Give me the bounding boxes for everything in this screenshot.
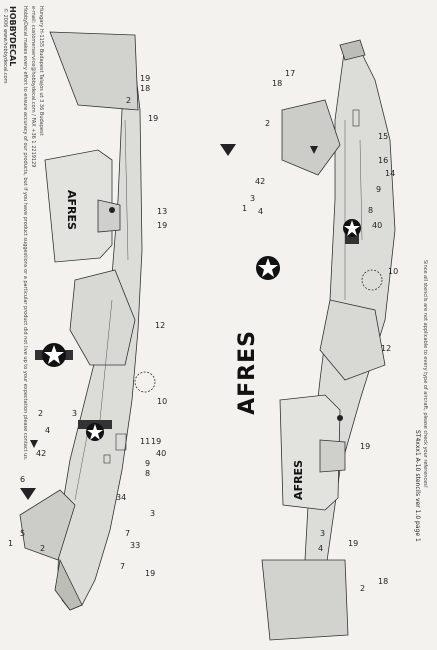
callout: 42 [36,449,47,458]
callout: 15 [378,132,389,141]
callout: 40 [156,449,167,458]
right-star-and-bar-insignia [256,219,361,280]
callout: 16 [378,156,389,165]
callout: 8 [145,469,151,478]
callout: 14 [385,169,396,178]
callout: 19 [360,442,371,451]
callout: 18 [272,79,283,88]
header-address: Hungary H-1155 Budapest Talajos ut 3 36 … [38,6,44,136]
header-contact: e-mail: customerservice@hobbydecal.com /… [30,6,36,168]
callout: 17 [285,69,296,78]
left-engine-nacelle [44,149,113,263]
callout: 7 [125,529,131,538]
callout: 2 [126,96,132,105]
callout: 3 [150,509,156,518]
callout: 9 [145,459,151,468]
left-warning-triangle [20,488,36,500]
callout: 19 [145,569,156,578]
left-canopy [19,489,76,561]
callout: 18 [140,84,151,93]
callout: 12 [155,321,166,330]
callout: 2 [40,544,46,553]
afres-marking-large-right: AFRES [235,330,260,415]
callout: 2 [38,409,44,418]
callout: 3 [320,529,326,538]
callout: 13 [157,207,168,216]
right-tail-fin [261,559,349,641]
brand-website: © 2006 www.hobbydecal.com [2,8,8,84]
left-aircraft-profile [19,31,156,611]
callout: 18 [378,577,389,586]
callout: 4 [258,207,264,216]
footer-note: Since all stencils are not applicable to… [422,260,428,488]
brand-name: HOBBYDECAL [8,6,17,67]
callout: 3 [72,409,78,418]
footer-title: ST4xxx1 A-10 stencils ver 1.0 page 1 [414,430,421,542]
callout: 1 [8,539,14,548]
callout: 5 [20,529,26,538]
callout: 4 [45,426,51,435]
callout: 34 [116,493,127,502]
callout: 3 [250,194,256,203]
callout: 19 [348,539,359,548]
left-wing [69,269,136,366]
callout: 7 [120,562,126,571]
afres-marking-small-left: AFRES [65,190,78,230]
callout: 10 [157,397,168,406]
afres-marking-small-right: AFRES [292,460,305,500]
right-canopy [281,99,341,176]
callout: 2 [265,119,271,128]
callout: 19 [151,437,162,446]
callout: 33 [130,541,141,550]
left-tail-fin [49,31,139,111]
callout: 19 [148,114,159,123]
callout: 40 [372,221,383,230]
callout: 4 [318,544,324,553]
callout: 6 [20,475,26,484]
callout: 2 [360,584,366,593]
callout: 11 [140,437,151,446]
callout: 8 [368,206,374,215]
callout: 9 [376,185,382,194]
callout: 12 [381,344,392,353]
callout: 42 [255,177,266,186]
callout: 1 [242,204,248,213]
right-warning-triangle [220,144,236,156]
header-disclaimer: HobbyDecal makes every effort to ensure … [22,6,28,461]
right-engine-nacelle [279,394,341,511]
callout: 10 [388,267,399,276]
left-star-and-bar-insignia [35,343,112,441]
callout: 19 [140,74,151,83]
right-aircraft-profile [261,39,396,641]
callout: 19 [157,221,168,230]
right-wing [319,299,386,381]
